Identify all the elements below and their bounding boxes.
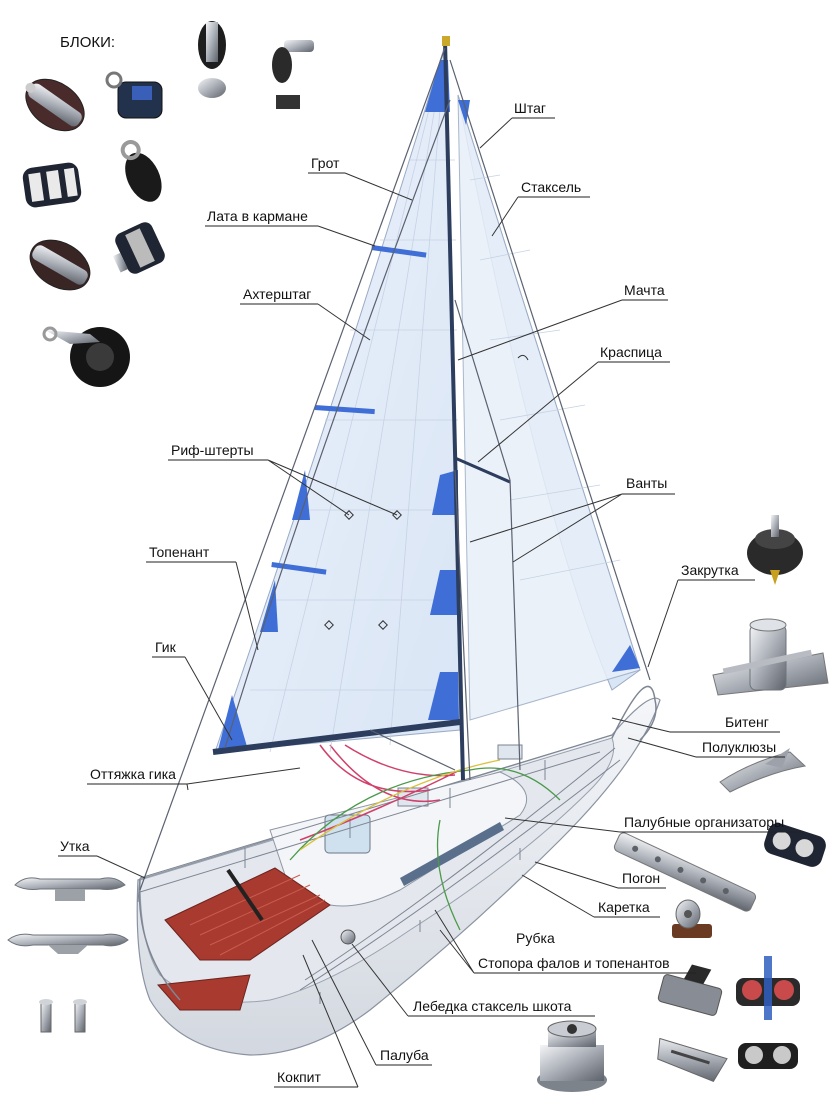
boat — [136, 685, 661, 1056]
block-icon — [29, 239, 91, 291]
label-shtag: Штаг — [514, 100, 546, 116]
bitt-icon — [712, 618, 829, 696]
deck-organizer-icon — [764, 823, 826, 867]
cam-cleat-icon — [738, 1043, 798, 1069]
control-lines-yellow — [299, 759, 501, 851]
block-icon — [112, 222, 165, 274]
tack-patch — [428, 672, 459, 720]
block-icon — [105, 71, 163, 119]
winch-icon — [537, 1020, 607, 1092]
spreader — [454, 456, 511, 484]
label-gik: Гик — [155, 639, 177, 655]
label-biteng: Битенг — [725, 714, 769, 730]
boom — [212, 719, 461, 755]
masthead — [442, 36, 450, 46]
head-patch — [425, 60, 450, 112]
reef-points — [324, 510, 402, 630]
fairlead-icon — [657, 1037, 728, 1083]
car-icon — [672, 899, 712, 938]
track-icon — [613, 832, 757, 912]
tiller — [226, 868, 264, 922]
fore-hatch — [497, 744, 523, 760]
block-icon — [25, 78, 85, 132]
fairlead-icon — [719, 748, 807, 793]
deck-winch — [340, 929, 356, 945]
batten — [271, 561, 327, 575]
label-utka: Утка — [60, 838, 90, 854]
cleat-icon — [14, 877, 126, 901]
label-poluklyuzy: Полуклюзы — [702, 739, 776, 755]
reef-patch — [260, 580, 278, 632]
label-rif: Риф-штерты — [171, 442, 254, 458]
label-stopora: Стопора фалов и топенантов — [478, 955, 670, 971]
jib-head-patch — [458, 100, 470, 125]
batten — [371, 245, 427, 258]
cabin-house — [269, 771, 528, 907]
batten — [314, 405, 375, 415]
blocks-group — [22, 21, 314, 387]
label-vanty: Ванты — [626, 475, 667, 491]
label-karetka: Каретка — [598, 899, 650, 915]
block-icon — [42, 326, 130, 387]
mast — [443, 39, 465, 781]
block-icon — [120, 140, 162, 202]
label-kokpit: Кокпит — [277, 1069, 321, 1085]
label-lebedka: Лебедка стаксель шкота — [413, 998, 572, 1014]
tack-patch — [432, 470, 458, 515]
jib-clew-patch — [612, 645, 640, 672]
label-rubka: Рубка — [516, 930, 555, 946]
rigging — [139, 36, 651, 891]
label-grot: Грот — [311, 155, 340, 171]
label-pogon: Погон — [622, 870, 660, 886]
bow-pulpit — [611, 685, 657, 741]
label-topenant: Топенант — [149, 544, 210, 560]
jib — [457, 94, 641, 721]
label-machta: Мачта — [624, 282, 665, 298]
label-stаksel: Стаксель — [521, 179, 581, 195]
block-icon — [198, 21, 226, 98]
label-kraspica: Краспица — [600, 344, 662, 360]
cleat-icon — [28, 999, 98, 1033]
label-organizatory: Палубные организаторы — [624, 814, 784, 830]
tack-patch — [430, 570, 458, 615]
mainsail — [214, 44, 461, 753]
label-paluba: Палуба — [380, 1047, 429, 1063]
cabin-windows — [400, 822, 504, 886]
block-icon — [272, 40, 314, 109]
cam-cleat-icon — [736, 956, 800, 1020]
stopper-icon — [657, 964, 723, 1016]
cleat-icon — [7, 933, 129, 954]
label-lata: Лата в кармане — [207, 208, 308, 224]
stern-rail — [138, 879, 181, 1001]
blocks-title: БЛОКИ: — [60, 34, 115, 51]
reef-patch — [292, 470, 310, 520]
block-icon — [22, 162, 82, 208]
label-ottyazhka: Оттяжка гика — [90, 766, 176, 782]
cockpit-floor — [156, 867, 331, 1011]
stanchions — [244, 760, 546, 1004]
label-zakrutka: Закрутка — [681, 562, 739, 578]
furler-icon — [747, 515, 803, 585]
label-ahtershtag: Ахтерштаг — [243, 286, 311, 302]
